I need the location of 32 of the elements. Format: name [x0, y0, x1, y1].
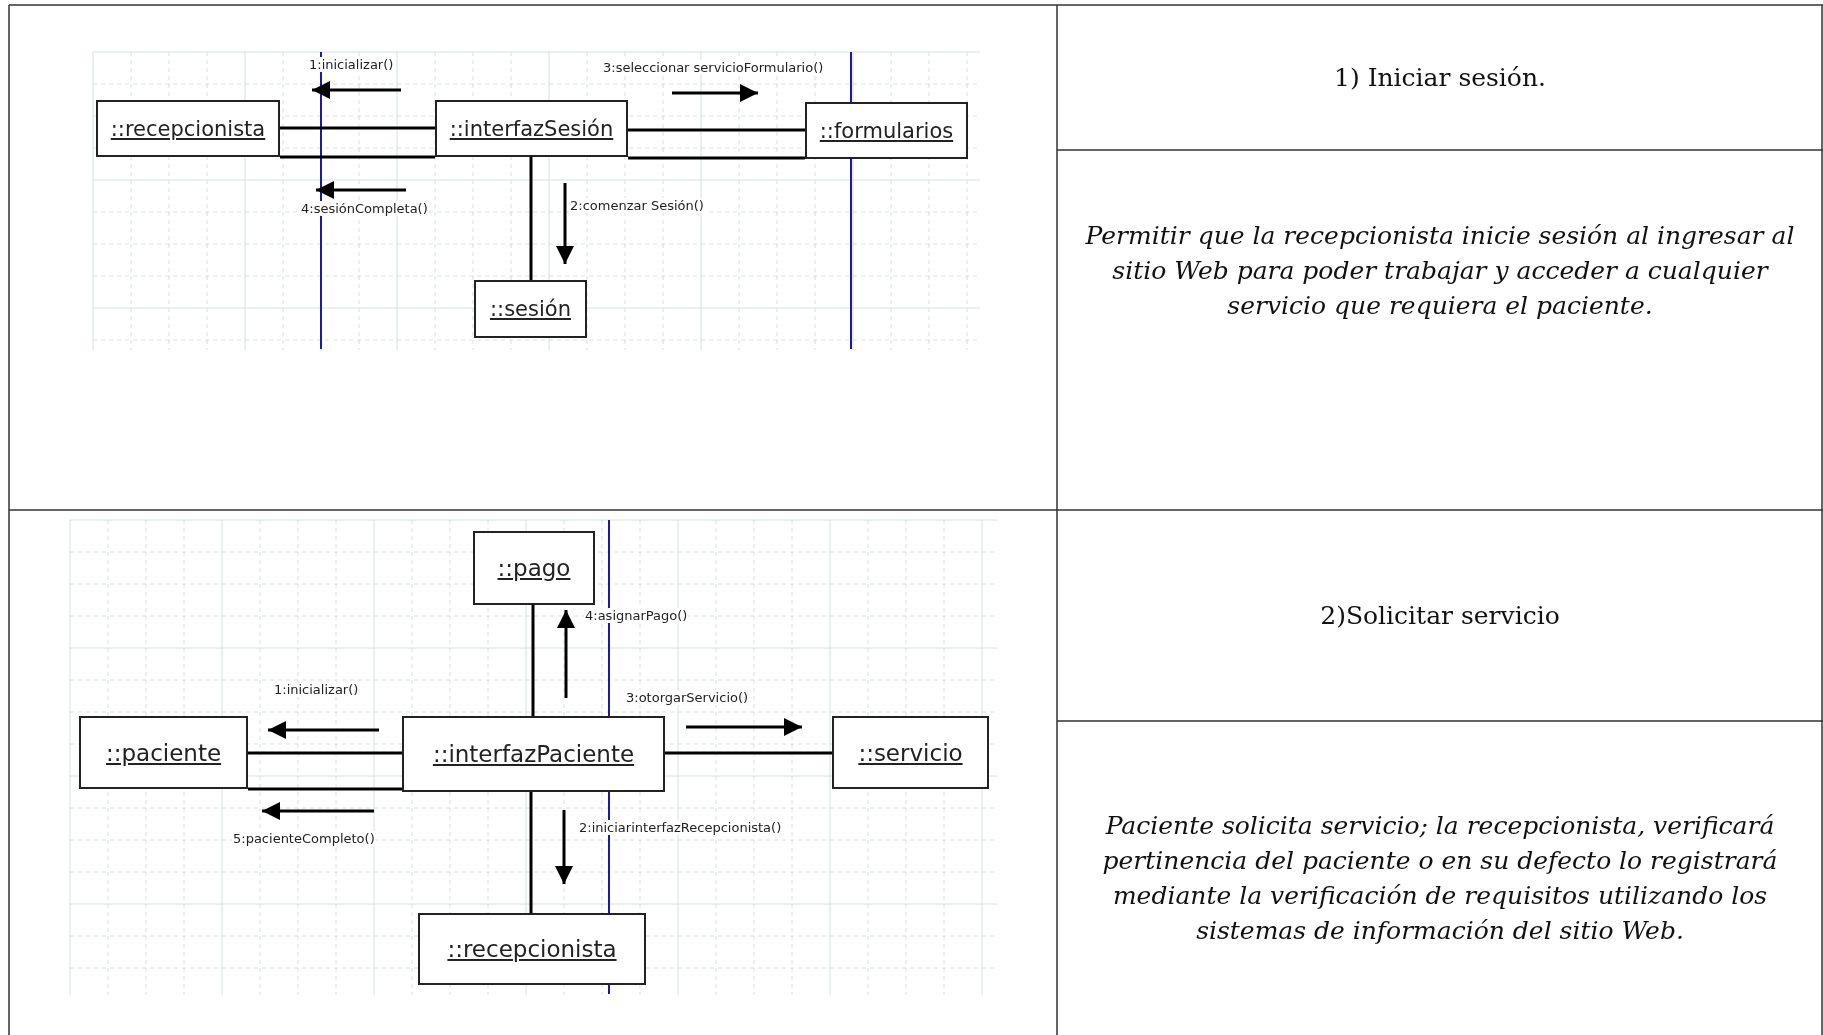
link-line	[248, 787, 402, 791]
object-box: ::recepcionista	[96, 100, 280, 157]
message-label: 2:iniciarinterfazRecepcionista()	[578, 820, 783, 835]
object-box: ::interfazSesión	[435, 100, 628, 157]
object-box: ::paciente	[79, 716, 248, 789]
link-line	[280, 155, 435, 159]
link-line	[280, 126, 435, 130]
link-line	[628, 128, 805, 132]
link-line	[531, 605, 535, 716]
object-box: ::formularios	[805, 102, 968, 159]
object-box: ::servicio	[832, 716, 989, 789]
message-label: 4:sesiónCompleta()	[300, 201, 429, 216]
case-title: 2)Solicitar servicio	[1320, 600, 1560, 632]
link-line	[529, 792, 533, 913]
message-label: 5:pacienteCompleto()	[232, 831, 376, 846]
object-box: ::pago	[473, 531, 595, 605]
case-description: Paciente solicita servicio; la recepcionista, verificará pertinencia del paciente o en su defecto lo registrará mediante la verificación de requisitos utilizando los sistemas de información del sitio Web.	[1101, 810, 1779, 947]
case-description: Permitir que la recepcionista inicie sesión al ingresar al sitio Web para poder trabajar y acceder a cualquier servicio que requiera el paciente.	[1084, 219, 1796, 322]
message-label: 4:asignarPago()	[584, 608, 689, 623]
message-label: 2:comenzar Sesión()	[569, 198, 705, 213]
message-label: 3:seleccionar servicioFormulario()	[602, 60, 825, 75]
link-line	[529, 157, 533, 280]
object-box: ::interfazPaciente	[402, 716, 665, 792]
link-line	[665, 751, 832, 755]
message-label: 1:inicializar()	[273, 682, 360, 697]
message-label: 1:inicializar()	[308, 57, 395, 72]
object-box: ::sesión	[474, 280, 587, 338]
link-line	[248, 751, 402, 755]
link-line	[628, 156, 805, 160]
case-title: 1) Iniciar sesión.	[1334, 62, 1546, 94]
message-label: 3:otorgarServicio()	[625, 690, 750, 705]
object-box: ::recepcionista	[418, 913, 646, 985]
